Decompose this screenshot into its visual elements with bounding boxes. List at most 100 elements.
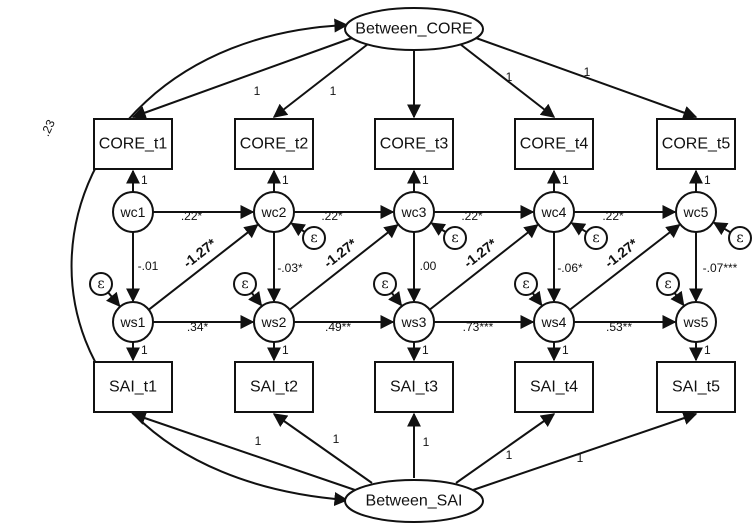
wc-to-ws-within-label: -.06* [557,261,583,275]
between-sai-loading-label: 1 [577,451,584,465]
between-core-loading-arrow [475,37,698,120]
wc-latent-node [675,191,717,233]
ws-to-wc-cross-label: -1.27* [320,235,360,271]
ws-residual-label: ε [97,276,104,292]
between-sai-loading-label: 1 [333,432,340,446]
ws-residual-arrow [388,291,403,307]
between-covariance-label: .23 [38,117,58,138]
wc-latent-label: wc5 [683,204,709,220]
ws-autoregressive-label: .53** [606,320,632,334]
ws-residual-arrow [248,291,263,307]
ws-latent-node [393,301,435,343]
wc-to-core-label: 1 [141,173,148,187]
wc-latent-label: wc2 [261,204,287,220]
between-sai-loading-label: 1 [423,435,430,449]
ws-residual-arrow [106,291,121,308]
ws-latent-node [675,301,717,343]
wc-latent-node [393,191,435,233]
core-indicator-label: CORE_t1 [99,136,168,153]
sai-indicator-box [234,361,314,413]
wc-residual-label: ε [451,230,458,246]
between-core-loading-arrow [272,43,369,118]
wc-residual-arrow [290,222,306,237]
ws-to-sai-label: 1 [704,343,711,357]
core-indicator-label: CORE_t5 [662,136,731,153]
core-indicator-label: CORE_t2 [240,136,309,153]
core-indicator-box [93,118,173,170]
wc-residual-arrow [430,222,447,236]
sai-indicator-box [374,361,454,413]
wc-residual-arrow [712,221,732,236]
ws-to-wc-cross-label: -1.27* [180,235,220,271]
between-sai-loading-arrow [455,413,556,484]
ws-latent-label: ws4 [541,314,567,330]
ws-residual-label: ε [522,276,529,292]
between-core-loading-label: 1 [254,84,261,98]
ws-to-sai-label: 1 [282,343,289,357]
ws-latent-node [533,301,575,343]
wc-residual-label: ε [592,230,599,246]
ws-to-wc-cross-arrow [289,224,399,311]
wc-residual-label: ε [310,230,317,246]
wc-autoregressive-label: .22* [181,209,203,223]
edges [70,18,732,506]
ws-autoregressive-label: .49** [325,320,351,334]
sai-indicator-label: SAI_t5 [672,379,720,396]
ws-autoregressive-label: .34* [187,320,209,334]
ws-latent-node [112,301,154,343]
ws-latent-label: ws2 [261,314,287,330]
wc-residual-arrow [570,222,588,236]
wc-to-core-label: 1 [562,173,569,187]
between-core-loading-arrow [459,43,556,118]
between-core-label: Between_CORE [355,21,472,38]
sai-indicator-box [514,361,594,413]
ws-to-wc-cross-arrow [429,224,539,311]
ws-autoregressive-label: .73*** [463,320,494,334]
ws-residual-node [514,272,538,296]
ws-residual-label: ε [381,276,388,292]
between-core-loading-arrow [131,37,353,120]
core-indicator-label: CORE_t3 [380,136,449,153]
wc-residual-node [728,226,752,250]
wc-to-ws-within-label: -.01 [138,259,159,273]
nodes: Between_COREBetween_SAICORE_t1SAI_t1wc1w… [89,7,752,523]
ws-latent-node [253,301,295,343]
ws-residual-label: ε [664,276,671,292]
ws-residual-node [373,272,397,296]
sai-indicator-label: SAI_t4 [530,379,578,396]
wc-latent-node [253,191,295,233]
wc-to-core-label: 1 [422,173,429,187]
ws-latent-label: ws3 [401,314,427,330]
sai-indicator-label: SAI_t3 [390,379,438,396]
core-indicator-label: CORE_t4 [520,136,589,153]
wc-autoregressive-label: .22* [321,209,343,223]
sai-indicator-box [656,361,736,413]
between-sai-loading-arrow [131,411,356,491]
wc-latent-label: wc4 [541,204,567,220]
wc-residual-node [584,226,608,250]
between-core-loading-label: 1 [506,70,513,84]
wc-residual-label: ε [736,230,743,246]
wc-residual-node [302,226,326,250]
between-sai-loading-arrow [472,411,698,491]
ws-to-sai-label: 1 [422,343,429,357]
ws-latent-label: ws1 [120,314,146,330]
between-sai-loading-label: 1 [255,434,262,448]
between-core-latent [344,7,484,51]
between-sai-loading-arrow [272,413,373,484]
wc-to-ws-within-label: -.03* [277,261,303,275]
between-core-loading-label: 1 [584,65,591,79]
wc-to-ws-within-label: .00 [420,259,437,273]
between-sai-latent [344,479,484,523]
ws-residual-node [656,272,680,296]
wc-autoregressive-label: .22* [602,209,624,223]
between-sai-loading-label: 1 [506,448,513,462]
wc-autoregressive-label: .22* [461,209,483,223]
ws-to-wc-cross-arrow [148,224,259,311]
ws-residual-node [89,272,113,296]
sai-indicator-label: SAI_t1 [109,379,157,396]
wc-residual-node [443,226,467,250]
wc-latent-label: wc3 [401,204,427,220]
wc-to-ws-within-label: -.07*** [703,261,738,275]
ws-residual-arrow [670,290,685,307]
